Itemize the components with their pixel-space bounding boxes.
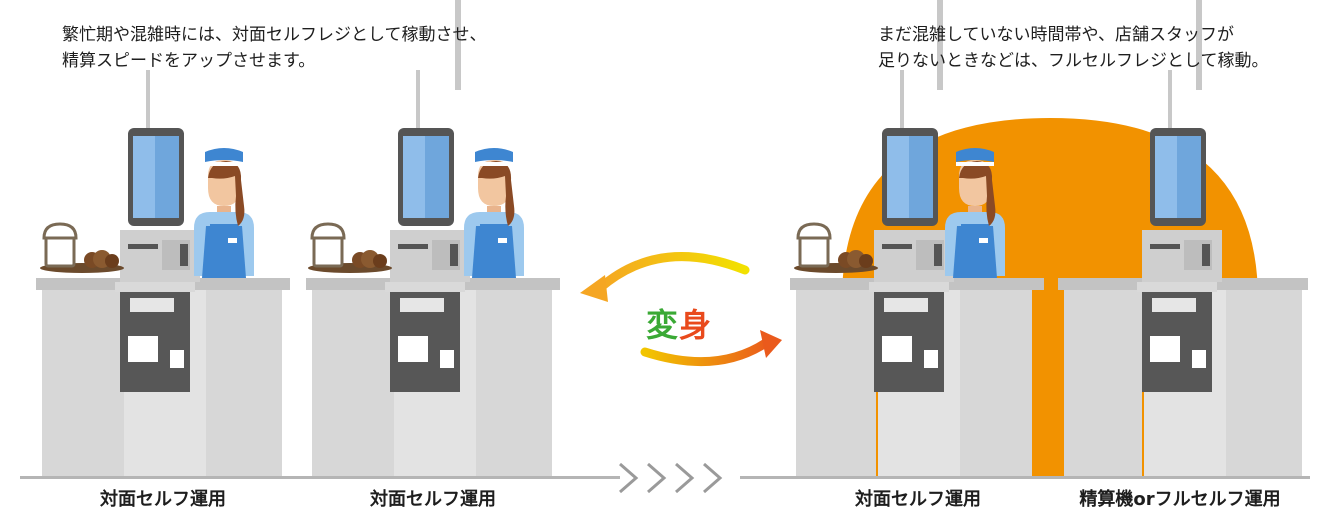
caption-left-line-2: 精算スピードをアップさせます。 xyxy=(62,51,316,71)
bread-display-1 xyxy=(38,222,126,275)
henshin-char-1: 変 xyxy=(646,306,680,344)
kiosk-right-2 xyxy=(1137,70,1222,392)
register-label-1: 対面セルフ運用 xyxy=(100,489,226,510)
progress-chevrons xyxy=(619,462,723,494)
caption-right-line-2: 足りないときなどは、フルセルフレジとして稼動。 xyxy=(878,51,1269,71)
henshin-char-2: 身 xyxy=(679,306,713,344)
floor-line xyxy=(740,476,1310,479)
kiosk-left-2 xyxy=(385,70,470,392)
bread-display-2 xyxy=(306,222,394,275)
ceiling-pole xyxy=(455,0,461,90)
register-label-4: 精算機orフルセルフ運用 xyxy=(1079,489,1281,510)
floor-line xyxy=(20,476,620,479)
register-label-3: 対面セルフ運用 xyxy=(855,489,981,510)
henshin-label: 変身 xyxy=(646,300,712,346)
counter-right-2 xyxy=(1058,278,1308,476)
ceiling-pole xyxy=(937,0,943,90)
transform-arrows xyxy=(580,252,782,367)
register-label-2: 対面セルフ運用 xyxy=(370,489,496,510)
caption-left-line-1: 繁忙期や混雑時には、対面セルフレジとして稼動させ、 xyxy=(62,25,487,45)
kiosk-left-1 xyxy=(115,70,200,392)
clerk-left-2 xyxy=(464,148,524,278)
kiosk-right-1 xyxy=(869,70,954,392)
ceiling-pole xyxy=(1196,0,1202,90)
caption-right-line-1: まだ混雑していない時間帯や、店舗スタッフが xyxy=(878,25,1234,45)
clerk-left-1 xyxy=(194,148,254,278)
